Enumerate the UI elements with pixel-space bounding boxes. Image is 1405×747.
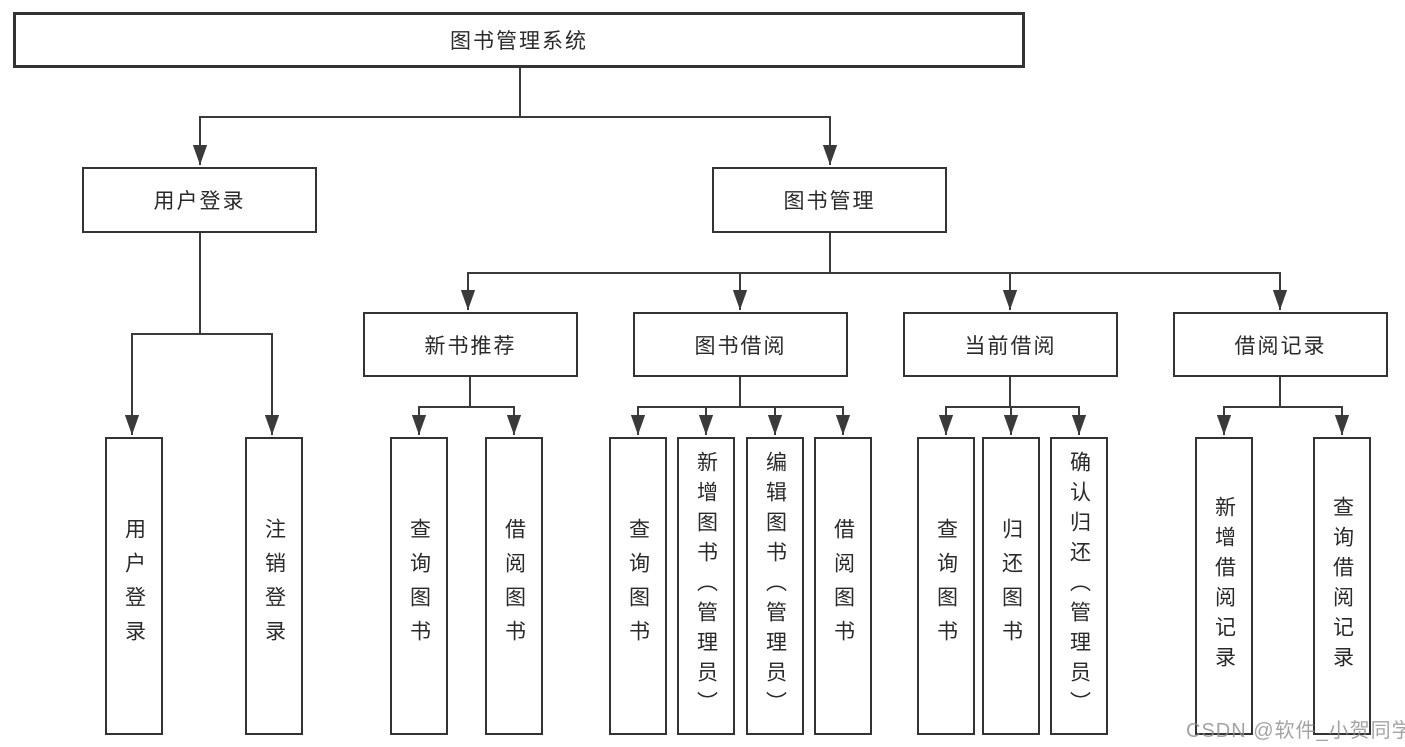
leaf-borrow-borrow-books-label: 借阅图书 (831, 518, 855, 654)
leaf-borrow-add-books-admin-label: 新增图书（管理员） (694, 451, 718, 721)
leaf-borrow-query-books-label: 查询图书 (626, 518, 650, 654)
node-borrow-records: 借阅记录 (1173, 312, 1388, 377)
leaf-borrow-borrow-books: 借阅图书 (814, 437, 872, 735)
leaf-newbook-query-books: 查询图书 (390, 437, 448, 735)
leaf-records-add-record-label: 新增借阅记录 (1212, 496, 1236, 676)
node-current-borrow: 当前借阅 (903, 312, 1118, 377)
leaf-current-return-books-label: 归还图书 (999, 518, 1023, 654)
leaf-borrow-edit-books-admin: 编辑图书（管理员） (746, 437, 804, 735)
leaf-logout: 注销登录 (245, 437, 303, 735)
leaf-records-add-record: 新增借阅记录 (1195, 437, 1253, 735)
leaf-borrow-query-books: 查询图书 (609, 437, 667, 735)
leaf-records-query-record: 查询借阅记录 (1313, 437, 1371, 735)
node-library-system: 图书管理系统 (13, 12, 1025, 68)
leaf-current-return-books: 归还图书 (982, 437, 1040, 735)
node-user-login: 用户登录 (82, 167, 317, 233)
node-book-borrow: 图书借阅 (633, 312, 848, 377)
leaf-current-confirm-return-admin-label: 确认归还（管理员） (1067, 451, 1091, 721)
leaf-user-login: 用户登录 (105, 437, 163, 735)
leaf-records-query-record-label: 查询借阅记录 (1330, 496, 1354, 676)
leaf-newbook-borrow-books: 借阅图书 (485, 437, 543, 735)
leaf-borrow-edit-books-admin-label: 编辑图书（管理员） (763, 451, 787, 721)
node-book-management: 图书管理 (712, 167, 947, 233)
leaf-newbook-query-books-label: 查询图书 (407, 518, 431, 654)
leaf-user-login-label: 用户登录 (122, 518, 146, 654)
leaf-current-query-books-label: 查询图书 (934, 518, 958, 654)
leaf-logout-label: 注销登录 (262, 518, 286, 654)
csdn-watermark: CSDN @软件_小贺同学 (1186, 720, 1405, 742)
leaf-newbook-borrow-books-label: 借阅图书 (502, 518, 526, 654)
node-new-book-recommend: 新书推荐 (363, 312, 578, 377)
leaf-borrow-add-books-admin: 新增图书（管理员） (677, 437, 735, 735)
leaf-current-query-books: 查询图书 (917, 437, 975, 735)
leaf-current-confirm-return-admin: 确认归还（管理员） (1050, 437, 1108, 735)
